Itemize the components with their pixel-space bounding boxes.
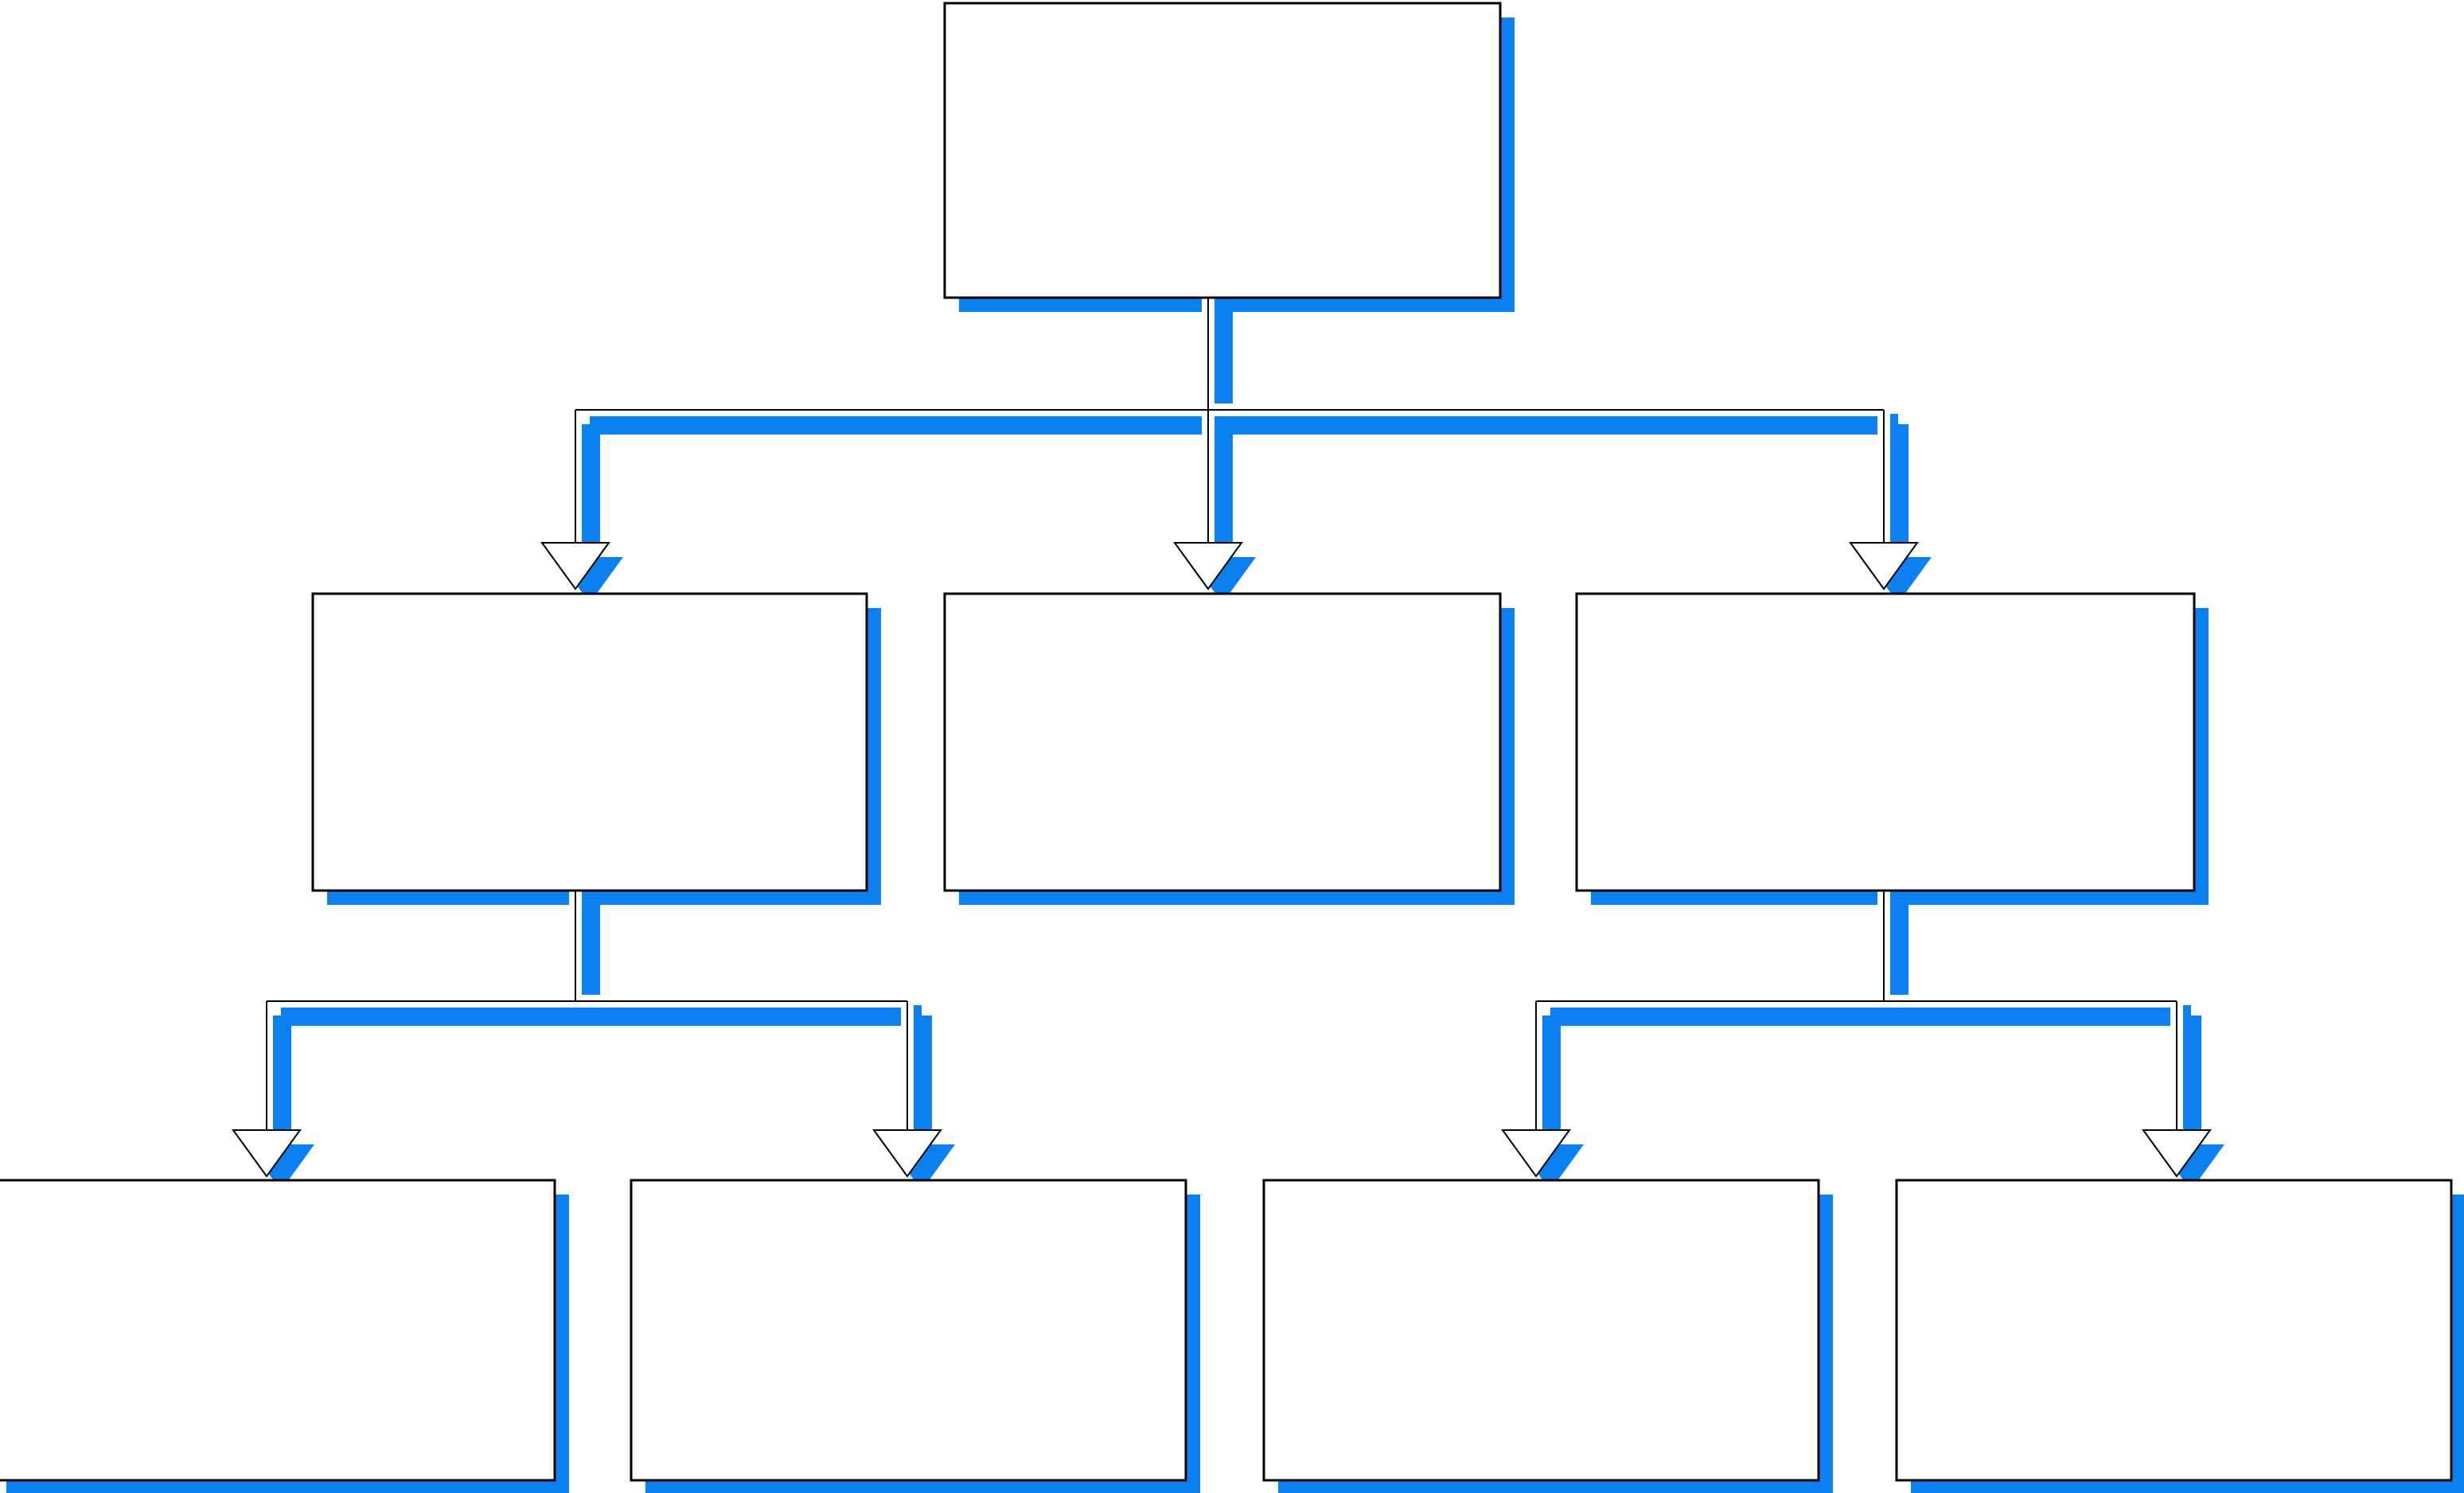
tree-node[interactable] xyxy=(630,1179,1187,1482)
connector-shadow-group xyxy=(556,312,1932,603)
arrowhead-icon xyxy=(1173,542,1243,591)
tree-node[interactable] xyxy=(0,1179,556,1482)
tree-node[interactable] xyxy=(943,2,1502,299)
tree-node[interactable] xyxy=(1895,1179,2453,1482)
tree-node[interactable] xyxy=(1575,592,2196,892)
node-box[interactable] xyxy=(630,1179,1187,1482)
arrowhead-icon xyxy=(540,542,610,591)
connector-group xyxy=(540,298,1919,591)
connector-layer xyxy=(232,298,2212,1178)
arrowhead-icon xyxy=(232,1129,302,1178)
tree-node[interactable] xyxy=(1262,1179,1820,1482)
connector-group xyxy=(1501,891,2212,1178)
node-box[interactable] xyxy=(1895,1179,2453,1482)
connector-shadow-group xyxy=(1517,905,2224,1191)
connector-shadow-group xyxy=(248,905,955,1191)
arrowhead-icon xyxy=(2142,1129,2212,1178)
node-box[interactable] xyxy=(1575,592,2196,892)
connector-group xyxy=(232,891,942,1178)
arrowhead-icon xyxy=(872,1129,942,1178)
node-box[interactable] xyxy=(1262,1179,1820,1482)
arrowhead-icon xyxy=(1849,542,1919,591)
tree-node[interactable] xyxy=(311,592,868,892)
arrowhead-icon xyxy=(1501,1129,1571,1178)
node-box[interactable] xyxy=(311,592,868,892)
node-box[interactable] xyxy=(943,2,1502,299)
node-box[interactable] xyxy=(0,1179,556,1482)
tree-node[interactable] xyxy=(943,592,1502,892)
node-box[interactable] xyxy=(943,592,1502,892)
